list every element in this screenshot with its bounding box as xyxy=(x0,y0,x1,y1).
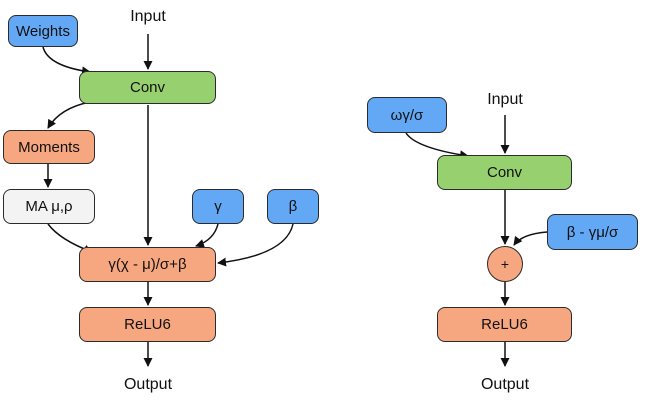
right-conv-node: Conv xyxy=(437,155,572,190)
conv-node: Conv xyxy=(79,71,216,104)
arrow-scaled-weights-to-conv xyxy=(405,132,469,160)
arrow-gamma-to-bn xyxy=(195,223,219,248)
right-input-label: Input xyxy=(487,91,523,108)
arrow-beta-to-bn xyxy=(217,223,294,267)
input-label: Input xyxy=(130,8,166,25)
batch-norm-node: γ(χ - μ)/σ+β xyxy=(79,247,216,282)
bias-node: β - γμ/σ xyxy=(547,214,638,250)
moving-average-node: MA μ,ρ xyxy=(3,189,95,224)
weights-node: Weights xyxy=(8,15,78,47)
arrow-weights-to-conv xyxy=(42,46,91,76)
add-node: + xyxy=(487,246,523,282)
relu6-node: ReLU6 xyxy=(79,307,216,342)
output-label: Output xyxy=(123,376,173,393)
moments-node: Moments xyxy=(3,130,95,164)
right-output-label: Output xyxy=(480,376,530,393)
beta-node: β xyxy=(267,189,319,224)
arrow-conv-to-moments xyxy=(47,101,91,129)
gamma-node: γ xyxy=(192,189,244,224)
scaled-weights-node: ωγ/σ xyxy=(367,97,447,133)
right-relu6-node: ReLU6 xyxy=(437,307,572,342)
arrow-bias-to-add xyxy=(513,231,548,246)
